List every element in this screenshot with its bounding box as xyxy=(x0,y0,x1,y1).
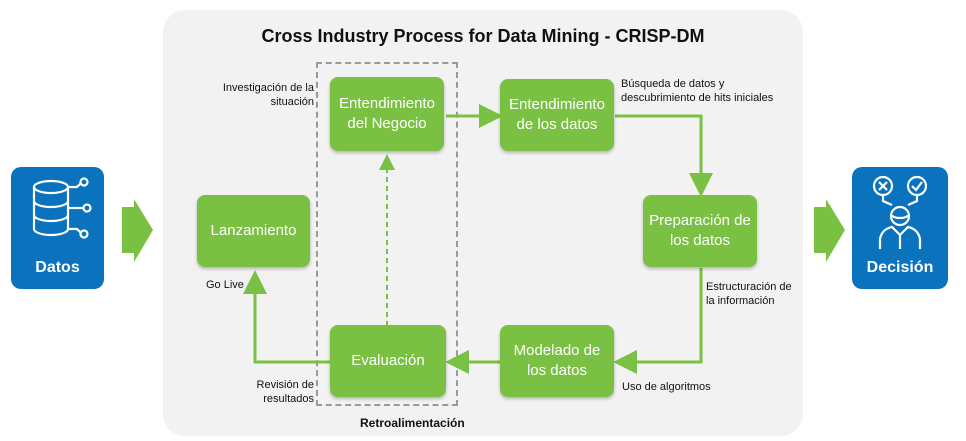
note-line: descubrimiento de hits iniciales xyxy=(621,92,774,104)
box-evaluacion: Evaluación xyxy=(330,325,446,397)
diagram-title: Cross Industry Process for Data Mining -… xyxy=(261,26,705,46)
big-arrow-right xyxy=(814,199,845,262)
note-golive: Go Live xyxy=(206,278,266,292)
box-modelado: Modelado de los datos xyxy=(500,325,614,397)
database-network-icon xyxy=(32,177,92,239)
box-label: Preparación de xyxy=(649,212,751,229)
box-label: de los datos xyxy=(516,116,598,133)
box-label: Entendimiento xyxy=(509,96,605,113)
box-label: Lanzamiento xyxy=(210,222,297,239)
note-estructuracion: Estructuración de la información xyxy=(706,280,798,308)
note-line: Investigación de la xyxy=(222,82,314,94)
feedback-label: Retroalimentación xyxy=(360,416,465,430)
box-entendimiento-datos: Entendimiento de los datos xyxy=(500,79,614,151)
box-label: los datos xyxy=(669,232,731,249)
note-line: Uso de algoritmos xyxy=(622,381,711,393)
note-investigacion: Investigación de la situación xyxy=(222,81,314,109)
box-label: Evaluación xyxy=(351,352,425,369)
arrow-datos-to-preparacion xyxy=(615,114,713,197)
big-arrow-left xyxy=(122,199,153,262)
decision-block: Decisión xyxy=(852,167,948,289)
note-algoritmos: Uso de algoritmos xyxy=(622,380,732,394)
box-label: del Negocio xyxy=(347,115,427,132)
datos-label: Datos xyxy=(35,259,80,276)
note-busqueda: Búsqueda de datos y descubrimiento de hi… xyxy=(621,77,796,105)
box-entendimiento-negocio: Entendimiento del Negocio xyxy=(330,77,444,151)
note-line: Revisión de xyxy=(256,379,314,391)
decision-label: Decisión xyxy=(866,259,934,276)
note-line: Estructuración de xyxy=(706,281,792,293)
note-line: resultados xyxy=(263,393,314,405)
feedback-dashed-frame xyxy=(316,62,458,406)
box-lanzamiento: Lanzamiento xyxy=(197,195,310,267)
note-line: la información xyxy=(706,295,775,307)
datos-block: Datos xyxy=(11,167,104,289)
arrow-evaluacion-to-lanzamiento xyxy=(243,270,330,364)
box-preparacion: Preparación de los datos xyxy=(643,195,757,267)
note-line: Go Live xyxy=(206,279,244,291)
box-label: Entendimiento xyxy=(339,95,435,112)
box-label: los datos xyxy=(526,362,588,379)
note-revision: Revisión de resultados xyxy=(240,378,314,406)
note-line: situación xyxy=(270,96,314,108)
box-label: Modelado de xyxy=(513,342,601,359)
arrow-preparacion-to-modelado xyxy=(613,268,703,374)
note-line: Búsqueda de datos y xyxy=(621,78,725,90)
person-decision-icon xyxy=(872,175,928,249)
